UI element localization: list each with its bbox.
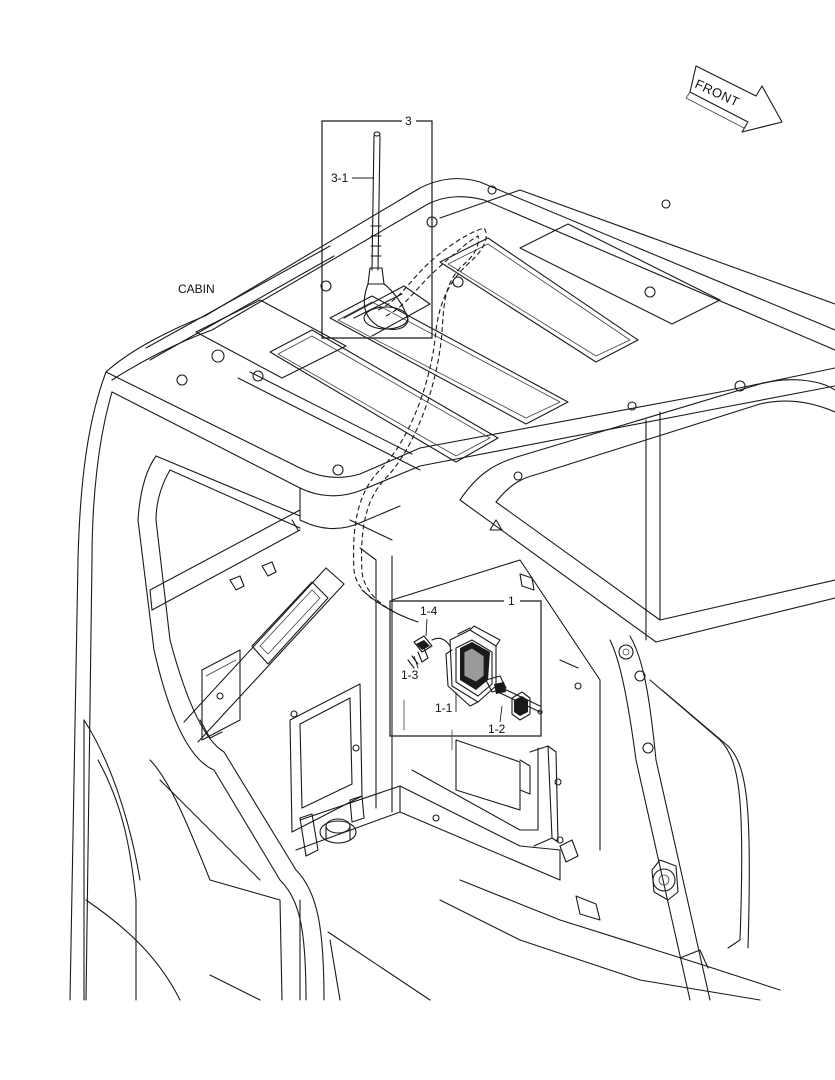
- callout-1-1: 1-1: [435, 701, 453, 715]
- fuse-holder: [407, 635, 451, 669]
- right-window-frame: [459, 379, 835, 643]
- cabin-interior-details: [349, 519, 535, 751]
- cabin-right-structure: [391, 559, 781, 1001]
- callout-1: 1: [508, 594, 515, 608]
- harness-connector: [511, 691, 543, 721]
- callout-1-3: 1-3: [401, 668, 419, 682]
- callout-1-2: 1-2: [488, 722, 506, 736]
- cabin-left-frame: [69, 371, 431, 1001]
- radio-detail-box: 1: [389, 594, 543, 737]
- callout-1-4: 1-4: [420, 604, 438, 618]
- front-label: FRONT: [693, 76, 742, 110]
- antenna-cable: [353, 227, 487, 623]
- front-direction-arrow: FRONT: [685, 65, 783, 133]
- antenna-detail-box: 3 3-1: [321, 114, 433, 339]
- callout-3-1: 3-1: [331, 171, 349, 185]
- callout-3: 3: [405, 114, 412, 128]
- cabin-roof: [105, 178, 835, 530]
- cabin-rear-wall: [149, 509, 564, 881]
- cabin-label: CABIN: [178, 282, 215, 296]
